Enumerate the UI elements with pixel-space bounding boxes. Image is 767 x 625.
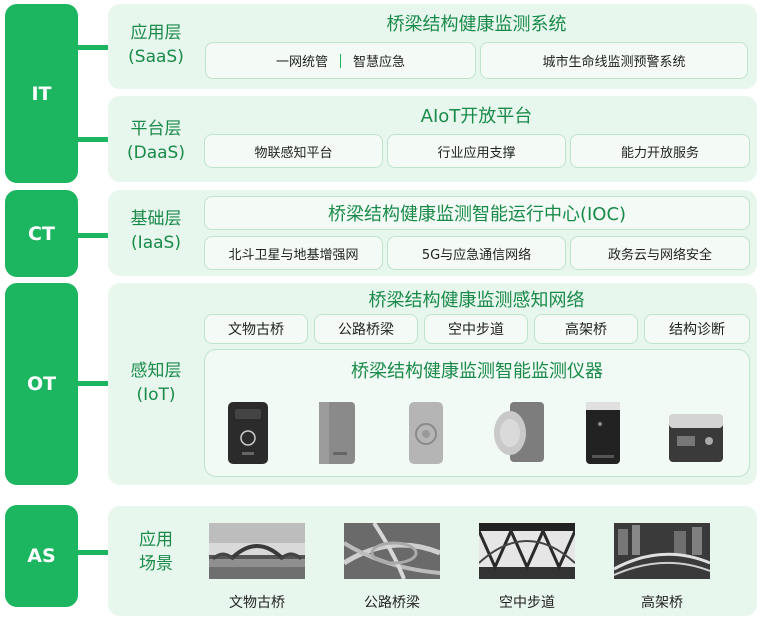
daas-item-2: 行业应用支撑 xyxy=(387,134,566,168)
connector-as xyxy=(78,550,108,555)
saas-title: 桥梁结构健康监测系统 xyxy=(386,14,567,35)
device-3-icon xyxy=(401,400,451,466)
side-it: IT xyxy=(5,4,78,183)
scene-1-image xyxy=(209,523,305,579)
panel-as: 应用 场景 文物古桥 公路桥梁 xyxy=(108,506,757,616)
device-2-icon xyxy=(313,400,361,466)
saas-item-3: 城市生命线监测预警系统 xyxy=(480,42,748,79)
layer-label-iaas-line2: (IaaS) xyxy=(131,233,181,253)
layer-label-daas-line1: 平台层 xyxy=(130,119,182,139)
separator xyxy=(340,53,341,68)
daas-item-3: 能力开放服务 xyxy=(570,134,750,168)
layer-label-iot-line2: (IoT) xyxy=(136,385,176,405)
saas-box-left: 一网统管 智慧应急 xyxy=(205,42,476,79)
scene-3-caption: 空中步道 xyxy=(499,595,555,611)
daas-item-1: 物联感知平台 xyxy=(204,134,383,168)
layer-label-iot-line1: 感知层 xyxy=(130,361,182,381)
layer-label-as: 应用 场景 xyxy=(112,528,200,576)
device-6-icon xyxy=(665,412,727,466)
layer-label-iot: 感知层 (IoT) xyxy=(112,359,200,407)
connector-iaas xyxy=(78,233,108,238)
scene-4-caption: 高架桥 xyxy=(641,595,683,611)
layer-label-as-line2: 场景 xyxy=(139,554,173,574)
iot-item-2: 公路桥梁 xyxy=(314,314,418,344)
scene-2-caption: 公路桥梁 xyxy=(364,595,420,611)
saas-item-1: 一网统管 xyxy=(275,55,328,70)
iaas-item-1: 北斗卫星与地基增强网 xyxy=(204,236,383,270)
iaas-item-2: 5G与应急通信网络 xyxy=(387,236,566,270)
layer-label-daas-line2: (DaaS) xyxy=(127,143,185,163)
layer-label-saas: 应用层 (SaaS) xyxy=(112,21,200,69)
device-panel: 桥梁结构健康监测智能监测仪器 xyxy=(204,349,750,477)
device-1-icon xyxy=(225,400,271,466)
layer-label-saas-line2: (SaaS) xyxy=(128,47,184,67)
device-4-icon xyxy=(490,400,552,466)
device-5-icon xyxy=(580,400,626,466)
connector-iot xyxy=(78,381,108,386)
iaas-item-3: 政务云与网络安全 xyxy=(570,236,750,270)
layer-label-daas: 平台层 (DaaS) xyxy=(112,117,200,165)
panel-daas: 平台层 (DaaS) AIoT开放平台 物联感知平台 行业应用支撑 能力开放服务 xyxy=(108,96,757,182)
layer-label-as-line1: 应用 xyxy=(139,530,173,550)
iot-item-5: 结构诊断 xyxy=(644,314,750,344)
layer-label-iaas: 基础层 (IaaS) xyxy=(112,207,200,255)
saas-item-2: 智慧应急 xyxy=(353,55,406,70)
iot-item-3: 空中步道 xyxy=(424,314,528,344)
scene-2-image xyxy=(344,523,440,579)
panel-iaas: 基础层 (IaaS) 桥梁结构健康监测智能运行中心(IOC) 北斗卫星与地基增强… xyxy=(108,190,757,276)
panel-iot: 感知层 (IoT) 桥梁结构健康监测感知网络 文物古桥 公路桥梁 空中步道 高架… xyxy=(108,283,757,485)
device-title: 桥梁结构健康监测智能监测仪器 xyxy=(351,361,603,382)
iot-item-1: 文物古桥 xyxy=(204,314,308,344)
side-as: AS xyxy=(5,505,78,607)
iot-title: 桥梁结构健康监测感知网络 xyxy=(368,290,585,311)
daas-title: AIoT开放平台 xyxy=(420,106,533,127)
scene-3-image xyxy=(479,523,575,579)
panel-saas: 应用层 (SaaS) 桥梁结构健康监测系统 一网统管 智慧应急 城市生命线监测预… xyxy=(108,4,757,89)
side-ot: OT xyxy=(5,283,78,485)
connector-daas xyxy=(78,137,108,142)
iot-item-4: 高架桥 xyxy=(534,314,638,344)
scene-4-image xyxy=(614,523,710,579)
scene-1-caption: 文物古桥 xyxy=(229,595,285,611)
iaas-title: 桥梁结构健康监测智能运行中心(IOC) xyxy=(204,196,750,230)
layer-label-saas-line1: 应用层 xyxy=(130,23,182,43)
layer-label-iaas-line1: 基础层 xyxy=(130,209,182,229)
side-ct: CT xyxy=(5,190,78,277)
connector-saas xyxy=(78,45,108,50)
